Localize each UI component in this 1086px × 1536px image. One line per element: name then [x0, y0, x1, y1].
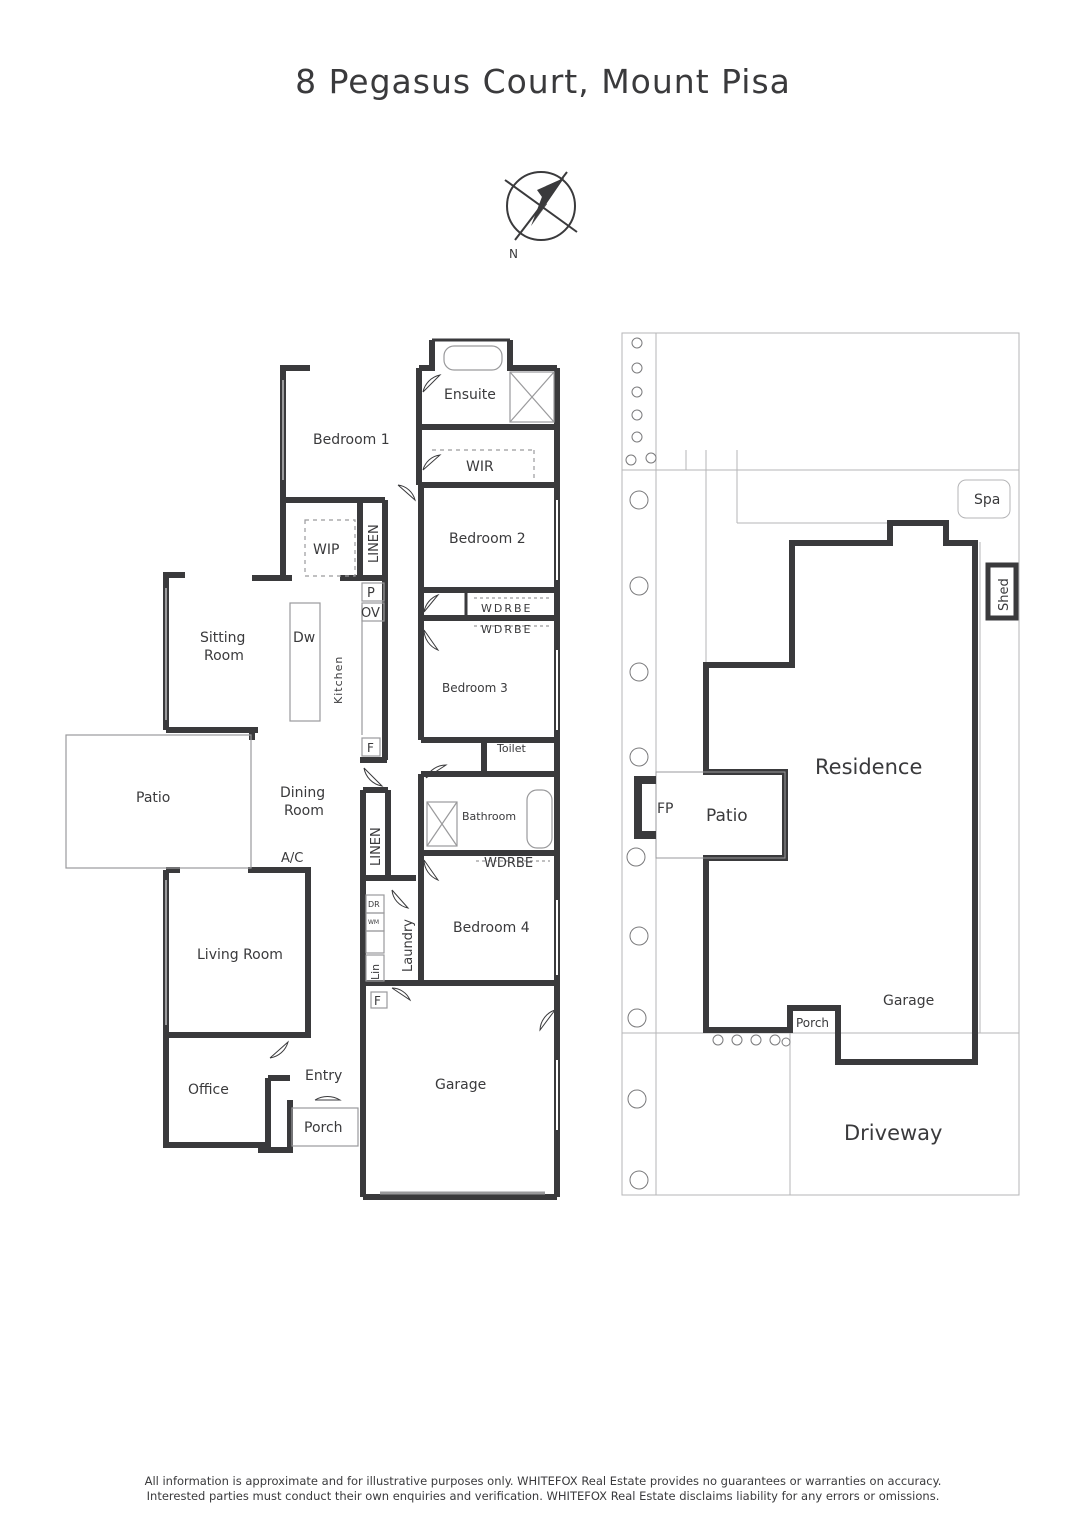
room-bedroom-3: Bedroom 3 — [442, 681, 508, 695]
compass-north-label: N — [509, 247, 518, 261]
room-sitting-line2: Room — [204, 648, 244, 664]
disclaimer-line-1: All information is approximate and for i… — [144, 1474, 942, 1488]
room-oven: OV — [361, 606, 380, 621]
room-dining-line1: Dining — [280, 785, 325, 801]
room-patio: Patio — [136, 790, 170, 806]
room-sitting-line1: Sitting — [200, 630, 245, 646]
room-bedroom-1: Bedroom 1 — [313, 432, 390, 448]
disclaimer: All information is approximate and for i… — [0, 1474, 1086, 1504]
room-ac: A/C — [281, 851, 303, 866]
room-wip: WIP — [313, 542, 339, 558]
site-boundary — [621, 332, 1020, 1196]
windows-and-fittings — [65, 345, 558, 1195]
room-fridge-2: F — [374, 994, 381, 1008]
room-linen-laundry: Lin — [369, 964, 382, 980]
room-kitchen: Kitchen — [332, 656, 345, 704]
disclaimer-line-2: Interested parties must conduct their ow… — [146, 1489, 940, 1503]
room-bedroom-4: Bedroom 4 — [453, 920, 530, 936]
room-wdrbe-bedroom2: WDRBE — [481, 602, 533, 615]
room-entry: Entry — [305, 1068, 342, 1084]
room-living-room: Living Room — [197, 947, 283, 963]
site-label-shed: Shed — [997, 578, 1012, 611]
room-pantry: P — [367, 586, 375, 601]
site-label-residence: Residence — [815, 755, 922, 779]
site-label-garage: Garage — [883, 993, 934, 1009]
room-fridge-1: F — [367, 741, 374, 755]
room-linen-lower: LINEN — [369, 827, 384, 866]
room-washing-machine: WM — [368, 919, 379, 926]
page-title: 8 Pegasus Court, Mount Pisa — [295, 62, 791, 101]
site-residence-outline — [703, 520, 978, 1065]
compass-icon — [504, 171, 578, 241]
room-office: Office — [188, 1082, 229, 1098]
room-bedroom-2: Bedroom 2 — [449, 531, 526, 547]
room-bathroom: Bathroom — [462, 810, 516, 823]
site-label-driveway: Driveway — [844, 1121, 942, 1145]
site-label-patio: Patio — [706, 806, 748, 826]
room-laundry: Laundry — [401, 919, 416, 972]
room-dining-line2: Room — [284, 803, 324, 819]
site-plan-labels: Spa Shed Residence FP Patio Garage Porch… — [657, 492, 1012, 1145]
floor-plan-walls — [163, 338, 560, 1200]
site-patio-box — [655, 771, 786, 859]
room-wdrbe-bedroom4: WDRBE — [484, 856, 533, 871]
tree-icons — [625, 337, 791, 1190]
site-label-porch: Porch — [796, 1016, 829, 1030]
site-shed-outline — [985, 562, 1019, 621]
room-ensuite: Ensuite — [444, 387, 496, 403]
door-swings — [269, 374, 556, 1101]
room-toilet: Toilet — [496, 742, 526, 755]
room-dryer: DR — [368, 900, 380, 909]
site-fireplace-outline — [634, 776, 656, 839]
floor-plan-labels: Ensuite Bedroom 1 WIR Bedroom 2 WIP LINE… — [136, 387, 533, 1136]
room-wdrbe-bedroom3: WDRBE — [481, 623, 533, 636]
site-label-spa: Spa — [974, 492, 1000, 508]
room-wir: WIR — [466, 459, 494, 475]
room-dishwasher: Dw — [293, 630, 315, 646]
site-label-fireplace: FP — [657, 801, 674, 817]
room-linen-upper: LINEN — [367, 524, 382, 563]
room-garage: Garage — [435, 1077, 486, 1093]
room-porch: Porch — [304, 1120, 343, 1136]
